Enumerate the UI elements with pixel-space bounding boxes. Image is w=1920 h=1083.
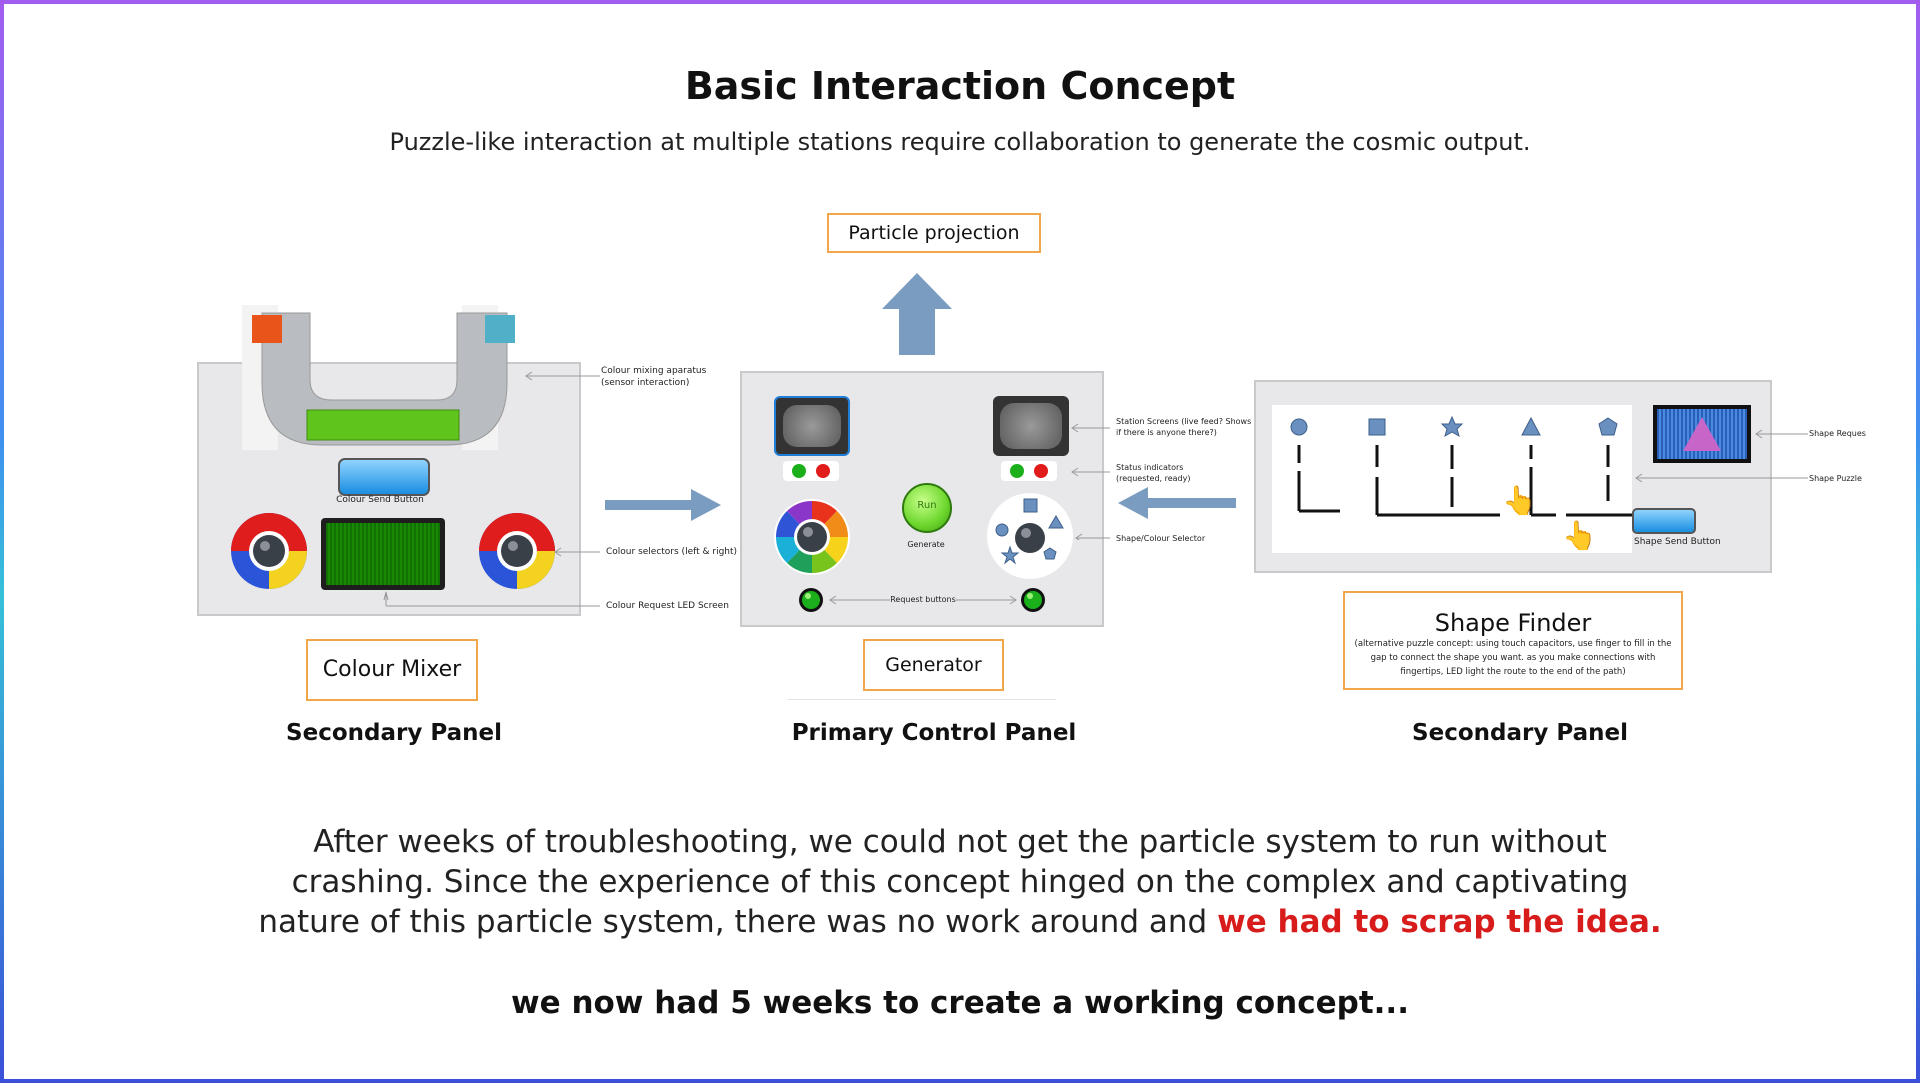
colour-mixer-panel-type: Secondary Panel bbox=[286, 720, 502, 746]
generate-label: Generate bbox=[907, 540, 945, 549]
request-button-right[interactable] bbox=[1020, 587, 1046, 613]
shape-puzzle-annotation: Shape Puzzle bbox=[1809, 474, 1862, 483]
run-label: Run bbox=[917, 500, 937, 511]
shape-finder-title: Shape Finder bbox=[1434, 609, 1592, 637]
colour-selector-right[interactable] bbox=[476, 510, 558, 592]
svg-text:👆: 👆 bbox=[1502, 484, 1537, 517]
body-line-1: After weeks of troubleshooting, we could… bbox=[313, 824, 1607, 860]
divider bbox=[788, 699, 1056, 700]
colour-mixing-apparatus[interactable] bbox=[242, 305, 527, 450]
slide-subtitle: Puzzle-like interaction at multiple stat… bbox=[389, 128, 1531, 156]
request-buttons-label: Request buttons bbox=[890, 595, 956, 604]
shape-selector[interactable] bbox=[986, 492, 1074, 580]
colour-mixer-leader-lines bbox=[383, 371, 600, 607]
generator-label: Generator bbox=[885, 654, 982, 676]
shape-finder-panel-type: Secondary Panel bbox=[1412, 720, 1628, 746]
colour-send-button-label: Colour Send Button bbox=[336, 495, 424, 505]
screens-annotation: Station Screens (live feed? Shows if the… bbox=[1116, 417, 1252, 437]
left-arrow-icon bbox=[1118, 487, 1236, 519]
right-arrow-icon bbox=[605, 489, 721, 521]
colour-selector-left[interactable] bbox=[228, 510, 310, 592]
led-annotation: Colour Request LED Screen bbox=[606, 601, 729, 611]
shape-send-button-label: Shape Send Button bbox=[1634, 537, 1721, 547]
up-arrow-icon bbox=[882, 273, 952, 355]
shape-request-annotation: Shape Reques bbox=[1809, 429, 1866, 438]
svg-text:👆: 👆 bbox=[1562, 519, 1597, 552]
closing-line: we now had 5 weeks to create a working c… bbox=[510, 985, 1409, 1021]
colour-wheel-selector[interactable] bbox=[772, 497, 852, 577]
selector-annotation: Shape/Colour Selector bbox=[1116, 534, 1206, 543]
body-paragraph: After weeks of troubleshooting, we could… bbox=[0, 822, 1920, 942]
cyan-sensor bbox=[485, 315, 515, 343]
orange-sensor bbox=[252, 315, 282, 343]
shape-request-screen bbox=[1653, 405, 1751, 463]
colour-mixer-box: Colour Mixer bbox=[306, 639, 478, 701]
body-line-3: nature of this particle system, there wa… bbox=[258, 904, 1662, 940]
particle-projection-label: Particle projection bbox=[848, 222, 1020, 244]
colour-send-button[interactable] bbox=[338, 458, 430, 496]
selectors-annotation: Colour selectors (left & right) bbox=[606, 547, 738, 557]
generator-panel-type: Primary Control Panel bbox=[791, 720, 1077, 746]
shape-send-button[interactable] bbox=[1632, 508, 1696, 534]
status-annotation: Status indicators (requested, ready) bbox=[1116, 463, 1191, 483]
shape-finder-leader-lines bbox=[1635, 429, 1808, 482]
generator-leader-lines bbox=[1071, 423, 1110, 540]
colour-request-led-screen bbox=[321, 518, 445, 590]
status-indicators-left bbox=[783, 461, 839, 481]
generator-box: Generator bbox=[863, 639, 1004, 691]
body-line-2: crashing. Since the experience of this c… bbox=[291, 864, 1629, 900]
run-button[interactable]: Run bbox=[902, 483, 952, 533]
request-button-left[interactable] bbox=[798, 587, 824, 613]
station-screen-right bbox=[993, 396, 1069, 456]
slide-title: Basic Interaction Concept bbox=[684, 64, 1236, 108]
status-indicators-right bbox=[1001, 461, 1057, 481]
emphasis-text: we had to scrap the idea. bbox=[1217, 904, 1662, 940]
station-screen-left bbox=[774, 396, 850, 456]
shape-puzzle[interactable]: 👆 👆 bbox=[1272, 405, 1632, 553]
particle-projection-box: Particle projection bbox=[827, 213, 1041, 253]
colour-mixer-label: Colour Mixer bbox=[322, 657, 462, 682]
shape-finder-desc: (alternative puzzle concept: using touch… bbox=[1354, 639, 1672, 677]
apparatus-annotation: Colour mixing aparatus (sensor interacti… bbox=[601, 366, 707, 388]
shape-finder-box: Shape Finder (alternative puzzle concept… bbox=[1343, 591, 1683, 690]
request-buttons-line bbox=[829, 595, 1017, 605]
